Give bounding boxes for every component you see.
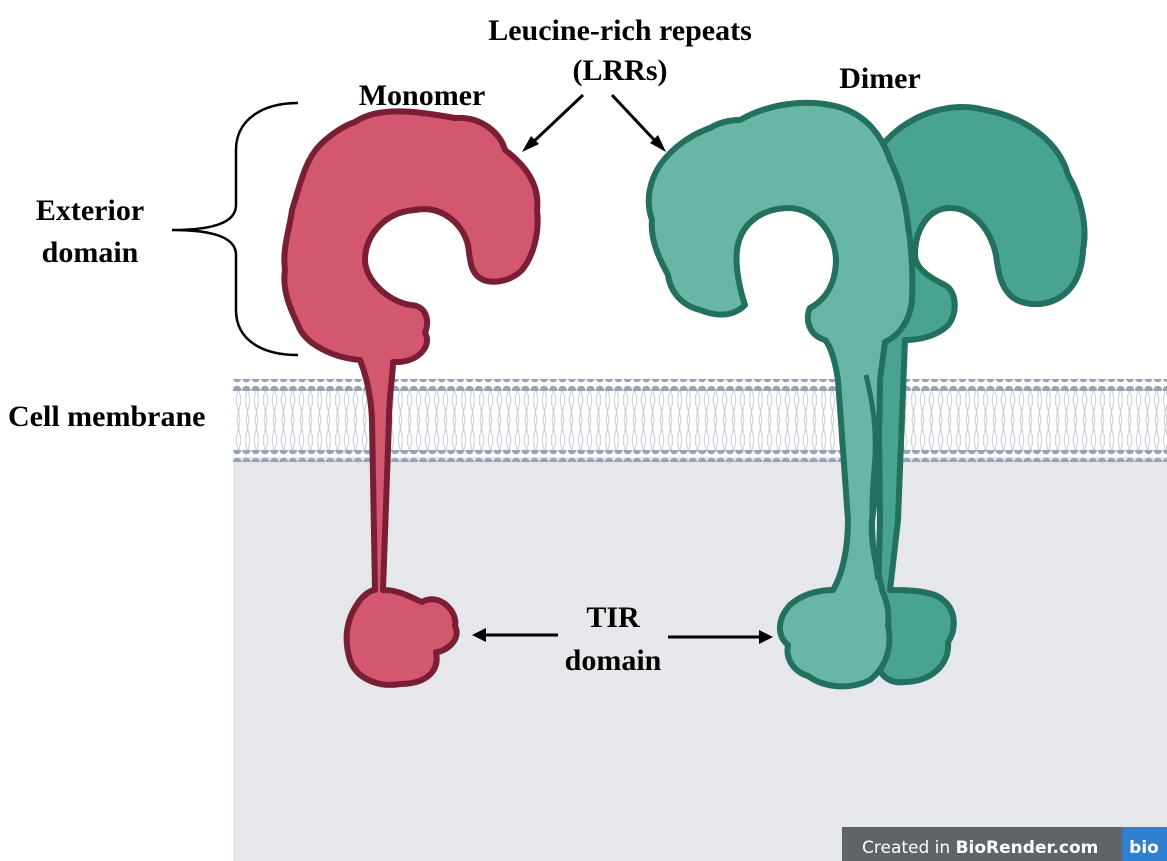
lrr-arrow-right (612, 95, 666, 152)
lrr-label-line2: (LRRs) (573, 54, 668, 87)
watermark-text: Created in BioRender.com (862, 838, 1098, 858)
exterior-domain-brace (172, 103, 298, 355)
cell-membrane-label: Cell membrane (8, 400, 205, 433)
biorender-watermark: Created in BioRender.com bio (842, 827, 1167, 861)
watermark-logo-text: bio (1129, 838, 1159, 858)
tir-label-line1: TIR (586, 601, 640, 634)
monomer-label: Monomer (359, 79, 486, 112)
lrr-arrow-left (522, 95, 583, 152)
tir-label-line2: domain (565, 644, 662, 677)
exterior-label-line2: domain (42, 236, 139, 269)
lrr-label-line1: Leucine-rich repeats (488, 14, 752, 47)
dimer-label: Dimer (839, 62, 921, 95)
exterior-label-line1: Exterior (36, 194, 144, 227)
